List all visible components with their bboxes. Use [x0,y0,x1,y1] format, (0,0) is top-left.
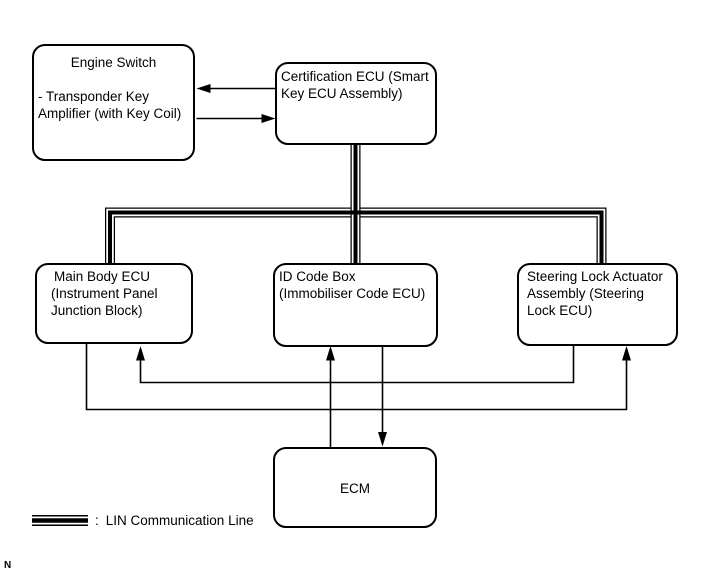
ecm-title: ECM [340,481,370,496]
node-ecm: ECM [273,447,437,528]
node-steering-lock-actuator: Steering Lock Actuator Assembly (Steerin… [517,263,678,346]
arrow-engine-switch-to-cert [196,114,276,123]
arrow-id-code-to-ecm [378,346,387,447]
lin-line-symbol [32,515,88,526]
arrow-cert-to-engine-switch [196,84,276,93]
node-main-body-ecu: Main Body ECU (Instrument Panel Junction… [35,263,193,344]
main-body-ecu-line-2: (Instrument Panel [51,286,158,301]
main-body-ecu-line-3: Junction Block) [51,303,143,318]
steering-lock-line-1: Steering Lock Actuator [527,269,663,284]
main-body-ecu-line-1: Main Body ECU [54,269,151,284]
engine-switch-title: Engine Switch [70,55,157,70]
legend-label: LIN Communication Line [105,513,254,528]
node-certification-ecu: Certification ECU (Smart Key ECU Assembl… [275,62,437,145]
steering-lock-line-3: Lock ECU) [527,303,593,318]
engine-switch-line-2: Amplifier (with Key Coil) [38,106,182,121]
id-code-box-line-1: ID Code Box [279,269,356,284]
id-code-box-line-2: (Immobiliser Code ECU) [279,286,426,301]
certification-ecu-line-1: Certification ECU (Smart [281,69,429,84]
arrow-main-body-to-steering [85,344,631,411]
legend-separator: : [95,513,99,528]
arrow-steering-to-main-body [136,344,575,384]
engine-switch-line-1: - Transponder Key [38,89,150,104]
legend: : LIN Communication Line [32,513,254,528]
node-engine-switch: Engine Switch - Transponder Key Amplifie… [32,44,195,161]
certification-ecu-line-2: Key ECU Assembly) [281,86,403,101]
footnote-marker: N [4,560,12,571]
steering-lock-line-2: Assembly (Steering [527,286,645,301]
node-id-code-box: ID Code Box (Immobiliser Code ECU) [273,263,438,347]
arrow-ecm-to-id-code [326,346,335,447]
